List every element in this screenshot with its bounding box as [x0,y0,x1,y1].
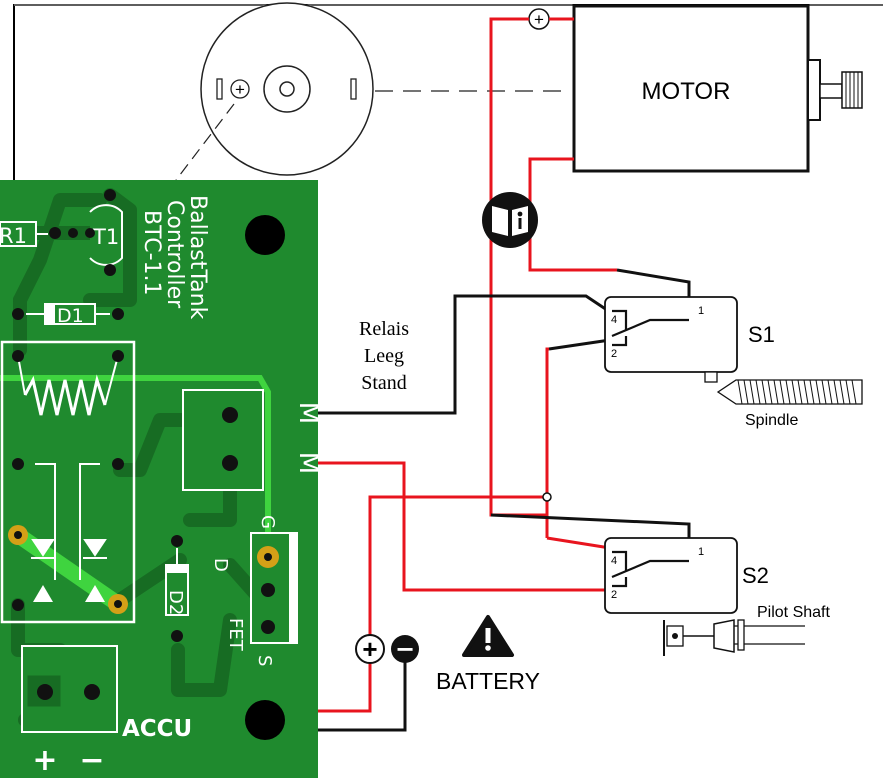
motor-label: MOTOR [642,78,731,105]
motor-front-plus-marker [230,79,250,99]
spindle-body [716,379,863,405]
pcb-bright-trace [0,375,271,550]
pcb-board: R1 T1 D1 [0,180,323,778]
battery-minus-symbol: − [395,635,415,663]
t1-outline [89,204,123,266]
motor-shaft-side [819,83,843,99]
pcb-title-line-1: BallastTank [185,195,210,320]
fet-pin-s: S [254,655,275,666]
mount-hole-top [245,215,285,255]
s2-body [604,537,738,614]
fet-label: FET [225,618,246,652]
manual-info-icon [482,192,538,248]
battery-plus-terminal [355,634,385,664]
motor-body [572,4,810,173]
pilot-shaft-label: Pilot Shaft [757,604,830,621]
pcb-title-line-2: Controller [162,200,187,309]
relay-note: Relais Leeg Stand [359,318,409,394]
s2-pin-1: 1 [698,546,704,558]
pcb-bright-trace-diag [13,528,123,611]
s1-label: S1 [748,322,775,347]
motor-connector-block [182,389,264,491]
motor-terminal-right [350,78,357,100]
motor-pad-m2: M [293,452,323,474]
fet-pin-d: D [210,558,231,572]
pilot-shaft [663,619,805,656]
wire-m1-to-s1 [318,294,611,415]
switch-s2: 4 2 1 S2 Pilot Shaft [604,537,830,656]
motor-side-view: MOTOR + [528,4,863,173]
s1-plunger [704,371,718,383]
motor-plus-symbol: + [534,10,544,29]
t1-label: T1 [92,225,119,249]
s2-label: S2 [742,563,769,588]
battery: + − BATTERY [355,615,540,694]
s1-pin-1: 1 [698,305,704,317]
wire-battery-minus [318,662,407,732]
s2-pin-4: 4 [611,555,617,567]
accu-label: ACCU [122,716,192,742]
relay-note-line-3: Stand [361,372,407,394]
motor-front-plus-symbol: + [235,80,245,99]
wire-battery-plus [318,495,547,713]
spindle-thread [737,379,857,405]
battery-label: BATTERY [436,668,540,694]
r1-label: R1 [0,224,27,248]
relay-note-line-2: Leeg [364,345,404,367]
s1-pin-4: 4 [611,314,617,326]
s1-pin-2: 2 [611,348,617,360]
relay-coil [23,374,107,416]
motor-flange [807,59,821,121]
motor-shaft [279,81,295,97]
d1-label: D1 [57,305,84,327]
switch-s1: 4 2 1 S1 Spindle [604,296,863,429]
spindle-label: Spindle [745,412,798,429]
wire-junction-node [542,492,552,502]
d2-label: D2 [165,590,186,615]
battery-plus-symbol: + [362,634,377,664]
s1-body [604,296,738,373]
s2-pin-2: 2 [611,589,617,601]
motor-pad-m1: M [293,402,323,424]
fet-pin-g: G [257,515,278,529]
wire-s2-pin4 [546,536,611,550]
leader-line-plus [175,103,235,181]
motor-front-view: + [175,2,570,181]
wire-motor-plus [489,17,574,517]
motor-terminal-left [216,78,223,100]
wire-m2-to-s2 [318,461,610,592]
accu-minus: − [79,743,104,778]
relay-note-line-1: Relais [359,318,409,340]
motor-gear [841,71,863,109]
wire-junction [545,347,549,538]
mount-hole-bottom [245,700,285,740]
relay-outline [0,340,136,624]
battery-minus-terminal [391,635,419,663]
accu-plus: + [32,743,57,778]
pcb-title-line-3: BTC-1.1 [139,210,164,296]
wire-motor-to-s1 [528,157,617,272]
